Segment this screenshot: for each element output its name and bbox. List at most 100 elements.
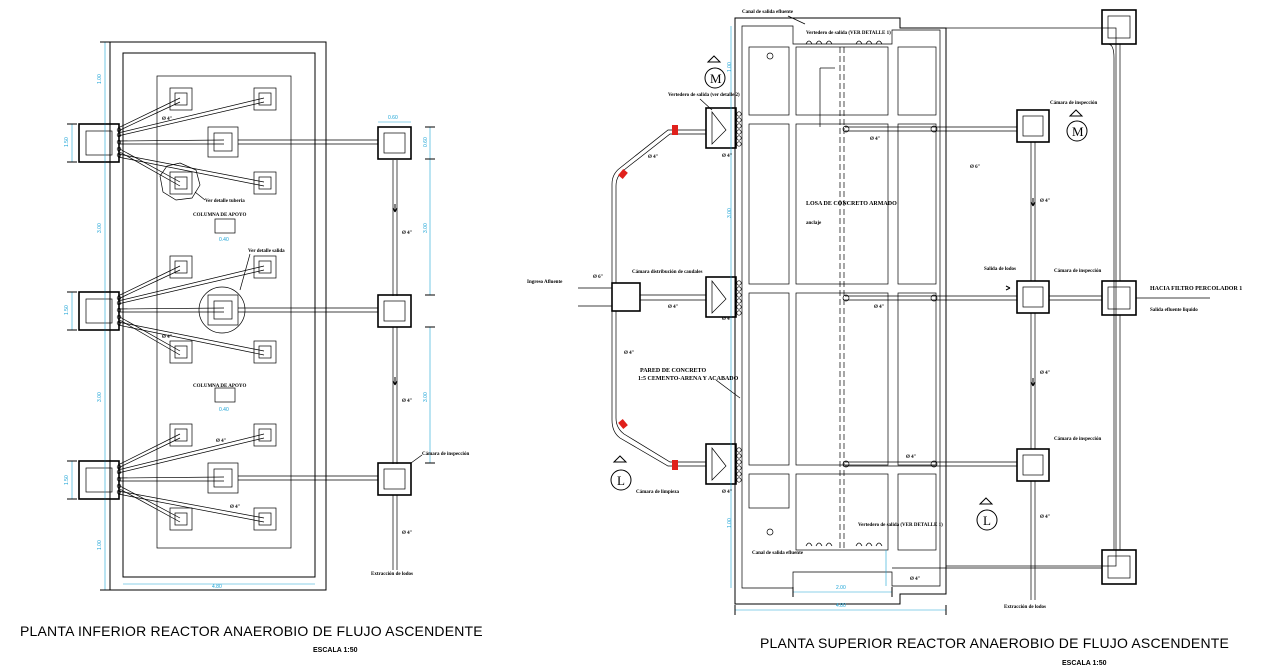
pipe-label: Ø 4" (216, 439, 227, 444)
distribution-pipes (117, 97, 265, 523)
inlet-box-2 (78, 291, 120, 331)
left-title: PLANTA INFERIOR REACTOR ANAEROBIO DE FLU… (20, 623, 483, 639)
dim-1: 1.00 (97, 74, 103, 84)
sludge-pipes (238, 139, 398, 570)
pipe-label: Ø 4" (910, 577, 921, 582)
right-scale: ESCALA 1:50 (1062, 660, 1107, 667)
canal-label-bottom: Canal de salida efluente (752, 551, 804, 556)
dimension-ticks (734, 587, 947, 615)
pipe-label: Ø 4" (874, 305, 885, 310)
weir-label-top: Vertedero de salida (VER DETALLE 1) (806, 31, 891, 36)
pipe-label: Ø 4" (906, 455, 917, 460)
sludge-extraction-label: Extracción de lodos (371, 572, 413, 577)
pipe-label: Ø 6" (970, 165, 981, 170)
flow-arrows (1005, 198, 1036, 387)
section-m-2: M (1072, 124, 1084, 139)
pipe-label: Ø 4" (402, 399, 413, 404)
wall-label: PARED DE CONCRETO (640, 368, 706, 374)
left-scale: ESCALA 1:50 (313, 647, 358, 654)
flow-arrows (392, 204, 398, 386)
dim-3: 3.00 (97, 223, 103, 233)
dim-2: 3.00 (727, 208, 733, 218)
inlet-box-1 (78, 123, 120, 163)
columns (169, 87, 277, 531)
section-l-2: L (983, 513, 991, 528)
dim-9: 0.60 (423, 137, 429, 147)
pipe-label: Ø 4" (870, 137, 881, 142)
weir-label-bottom: Vertedero de salida (VER DETALLE 1) (858, 523, 943, 528)
detail-label-2: Ver detalle salida (248, 249, 285, 254)
pipe-label: Ø 4" (162, 117, 173, 122)
section-m-1: M (710, 71, 722, 86)
pipe-label: Ø 4" (1040, 371, 1051, 376)
distribution-label: Cámara distribución de caudales (632, 270, 702, 275)
dim-3: 1.00 (727, 518, 733, 528)
slab-sublabel: anclaje (806, 221, 822, 226)
column-label-1: COLUMNA DE APOYO (193, 213, 246, 218)
pipe-label: Ø 4" (230, 505, 241, 510)
dim-10: 3.00 (423, 223, 429, 233)
inspection-boxes (1016, 109, 1050, 482)
to-filter-label: HACIA FILTRO PERCOLADOR 1 (1150, 286, 1242, 292)
dim-4: 1.50 (64, 305, 70, 315)
dim-13: 0.40 (219, 407, 229, 413)
dim-14: 4.80 (212, 584, 222, 590)
pipe-label: Ø 4" (1040, 515, 1051, 520)
dim-2: 1.50 (64, 137, 70, 147)
canal-label-top: Canal de salida efluente (742, 10, 794, 15)
pipe-label: Ø 4" (624, 351, 635, 356)
dim-7: 1.00 (97, 540, 103, 550)
left-plan: 1.00 1.50 3.00 1.50 3.00 1.50 1.00 0.60 … (20, 41, 483, 654)
effluent-outlet-label: Salida efluente liquido (1150, 308, 1198, 313)
column-label-2: COLUMNA DE APOYO (193, 384, 246, 389)
reactor-outer-wall (109, 41, 327, 591)
pipe-label: Ø 4" (648, 155, 659, 160)
dim-6: 1.50 (64, 475, 70, 485)
detail-circle (198, 286, 246, 334)
weir-arcs (805, 40, 883, 547)
inlet-label: Ingreso Afluente (527, 280, 563, 285)
section-markers (610, 55, 1088, 531)
inspection-boxes (377, 126, 412, 496)
dimension-ticks (67, 41, 435, 591)
dim-4: 2.00 (836, 585, 846, 591)
inlet-system (578, 107, 737, 485)
dim-5: 4.80 (836, 603, 846, 609)
wall-nozzles (736, 111, 742, 483)
section-l-1: L (617, 473, 625, 488)
inspection-label-1: Cámara de inspección (1050, 101, 1097, 106)
reactor-outer-wall (734, 17, 947, 605)
inspection-label-3: Cámara de inspección (1054, 437, 1101, 442)
inspection-label-2: Cámara de inspección (1054, 269, 1101, 274)
right-title: PLANTA SUPERIOR REACTOR ANAEROBIO DE FLU… (760, 635, 1229, 651)
pipe-label: Ø 4" (722, 154, 733, 159)
detail-octagon (159, 162, 201, 201)
inlet-nozzles (116, 127, 122, 495)
detail-label-1: Ver detalle tuberia (205, 199, 245, 204)
inlet-box-3 (78, 460, 120, 500)
right-plan: M M L L 1.00 3.00 1.00 2.00 4.80 Ø 4" Ø … (527, 9, 1242, 667)
dim-1: 1.00 (727, 62, 733, 72)
dim-12: 0.40 (219, 237, 229, 243)
pipe-label: Ø 4" (722, 317, 733, 322)
pipe-label: Ø 4" (1040, 199, 1051, 204)
sludge-pipes (819, 67, 1210, 600)
pipe-ends (766, 52, 938, 536)
slab-grid (748, 46, 937, 551)
dimension-lines (730, 26, 946, 611)
pipe-label: Ø 6" (593, 275, 604, 280)
dim-11: 3.00 (423, 392, 429, 402)
corner-boxes (1101, 9, 1137, 585)
wall-sublabel: 1:5 CEMENTO-ARENA Y ACABADO (638, 376, 739, 382)
dim-8: 0.60 (388, 115, 398, 121)
pipe-label: Ø 4" (402, 231, 413, 236)
pipe-label: Ø 4" (722, 490, 733, 495)
inspection-label: Cámara de inspección (422, 452, 469, 457)
sludge-extraction-label: Extracción de lodos (1004, 605, 1046, 610)
slab-label: LOSA DE CONCRETO ARMADO (806, 201, 897, 207)
pipe-label: Ø 4" (402, 531, 413, 536)
cleaning-chamber-label: Cámara de limpieza (636, 490, 680, 495)
sludge-outlet-label: Salida de lodos (984, 267, 1016, 272)
weir-label-left: Vertedero de salida (ver detalle 2) (668, 93, 740, 98)
